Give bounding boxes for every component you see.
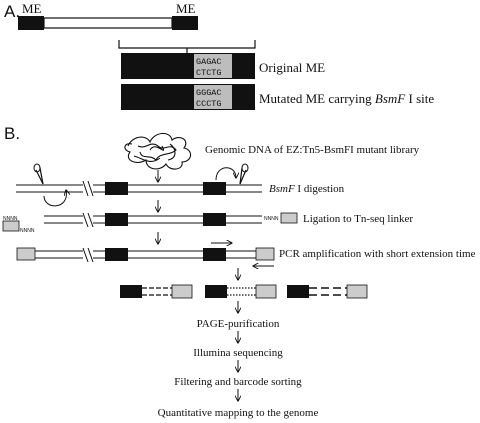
mutated-me-label: Mutated ME carrying BsmF I site (259, 91, 434, 106)
scissors-icon-left (33, 163, 44, 185)
pcr-label: PCR amplification with short extension t… (279, 248, 476, 260)
step-illumina-sequencing: Illumina sequencing (193, 347, 283, 359)
scissors-icon-right (239, 163, 249, 185)
me-left-label: ME (22, 1, 42, 16)
svg-text:NNNN: NNNN (264, 216, 279, 222)
original-me-box: GAGAC CTCTG (121, 53, 255, 79)
pcr-product-3 (287, 284, 368, 299)
pcr-row (16, 243, 275, 266)
panel-a-label: A. (4, 2, 20, 21)
digestion-label: BsmF I digestion (269, 183, 345, 195)
panel-b-label: B. (4, 124, 20, 143)
mutated-seq-bottom: CCCTG (196, 99, 222, 109)
svg-text:NNNN: NNNN (3, 216, 18, 222)
pcr-product-2 (205, 284, 277, 299)
step-filtering-barcode: Filtering and barcode sorting (174, 376, 302, 388)
genomic-dna-scribble (124, 132, 192, 170)
ligation-row: NNNN NNNN NNNN (2, 212, 298, 234)
original-seq-top: GAGAC (196, 57, 222, 67)
ligation-label: Ligation to Tn-seq linker (303, 213, 413, 225)
original-me-label: Original ME (259, 60, 325, 75)
mutated-seq-top: GGGAC (196, 88, 222, 98)
cut-arrow-right (215, 167, 236, 181)
step-page-purification: PAGE-purification (197, 318, 280, 330)
genomic-dna-label: Genomic DNA of EZ:Tn5-BsmFI mutant libra… (205, 144, 420, 156)
step-quantitative-mapping: Quantitative mapping to the genome (158, 407, 319, 419)
mutated-me-box: GGGAC CCCTG (121, 84, 255, 110)
cut-arrow-left (43, 190, 66, 207)
digestion-row (16, 180, 262, 197)
svg-text:NNNN: NNNN (20, 228, 35, 234)
me-right-label: ME (176, 1, 196, 16)
original-seq-bottom: CTCTG (196, 68, 222, 78)
pcr-product-1 (120, 284, 193, 299)
transposon-construct (18, 16, 198, 30)
zoom-bracket (118, 40, 256, 49)
